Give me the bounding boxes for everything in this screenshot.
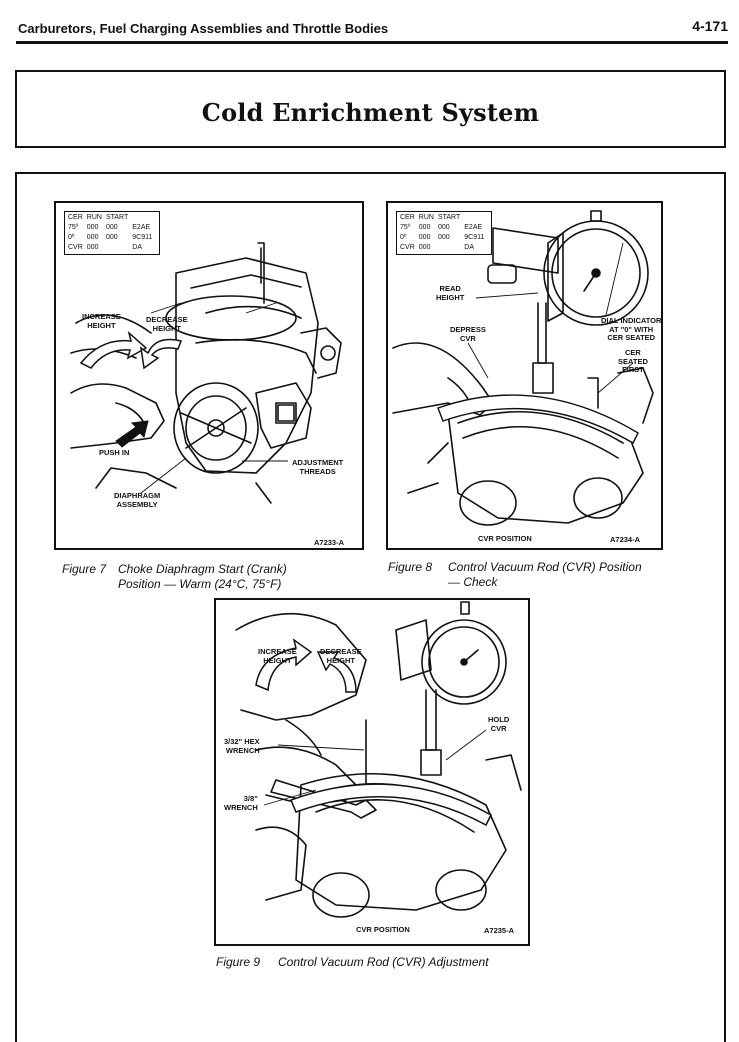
caption-line-2: Position — Warm (24°C, 75°F) [118, 577, 282, 591]
carburetor-choke-drawing [70, 242, 342, 504]
content-frame [15, 172, 726, 1042]
caption-number: Figure 9 [216, 955, 261, 969]
page-number: 4-171 [692, 18, 728, 34]
figure-7-caption: Figure 7 Choke Diaphragm Start (Crank)Pos… [62, 562, 287, 592]
label-cvr-position: CVR POSITION [356, 925, 410, 934]
label-depress-cvr: DEPRESS CVR [450, 325, 486, 343]
caption-number: Figure 7 [62, 562, 107, 576]
caption-line-1: Control Vacuum Rod (CVR) Position [448, 560, 642, 574]
caption-line-2: — Check [448, 575, 498, 589]
label-dial-indicator: DIAL INDICATOR AT "0" WITH CER SEATED [601, 316, 662, 342]
caption-line-1: Choke Diaphragm Start (Crank) [118, 562, 287, 576]
label-increase-height: INCREASE HEIGHT [82, 312, 121, 330]
cvr-adjustment-drawing [235, 601, 522, 918]
page-title: Cold Enrichment System [201, 98, 540, 127]
figure-code: A7235-A [484, 926, 515, 935]
title-box: Cold Enrichment System [15, 70, 726, 148]
label-adjustment-threads: ADJUSTMENT THREADS [292, 458, 344, 476]
label-hex-wrench: 3/32" HEX WRENCH [224, 737, 260, 755]
figure-8-caption: Figure 8 Control Vacuum Rod (CVR) Positio… [388, 560, 642, 590]
label-hold-cvr: HOLD CVR [488, 715, 510, 733]
label-increase-height: INCREASE HEIGHT [258, 647, 297, 665]
page-header: Carburetors, Fuel Charging Assemblies an… [18, 18, 728, 44]
caption-line-1: Control Vacuum Rod (CVR) Adjustment [278, 955, 489, 969]
caption-number: Figure 8 [388, 560, 433, 574]
figure-9-caption: Figure 9 Control Vacuum Rod (CVR) Adjustm… [216, 955, 489, 970]
label-decrease-height: DECREASE HEIGHT [146, 315, 188, 333]
label-push-in: PUSH IN [99, 448, 130, 457]
section-title: Carburetors, Fuel Charging Assemblies an… [18, 21, 389, 36]
figure-code: A7234-A [610, 535, 641, 544]
label-decrease-height: DECREASE HEIGHT [320, 647, 362, 665]
figure-code: A7233-A [314, 538, 345, 547]
dial-indicator-drawing [392, 210, 654, 526]
label-wrench: 3/8" WRENCH [224, 794, 258, 812]
figure-9-illustration: INCREASE HEIGHT DECREASE HEIGHT HOLD CVR… [214, 598, 530, 946]
label-diaphragm-assembly: DIAPHRAGM ASSEMBLY [114, 491, 161, 509]
header-rule [16, 41, 728, 44]
label-cer-seated-first: CER SEATED FIRST [618, 348, 648, 374]
label-read-height: READ HEIGHT [436, 284, 465, 302]
label-cvr-position: CVR POSITION [478, 534, 532, 543]
